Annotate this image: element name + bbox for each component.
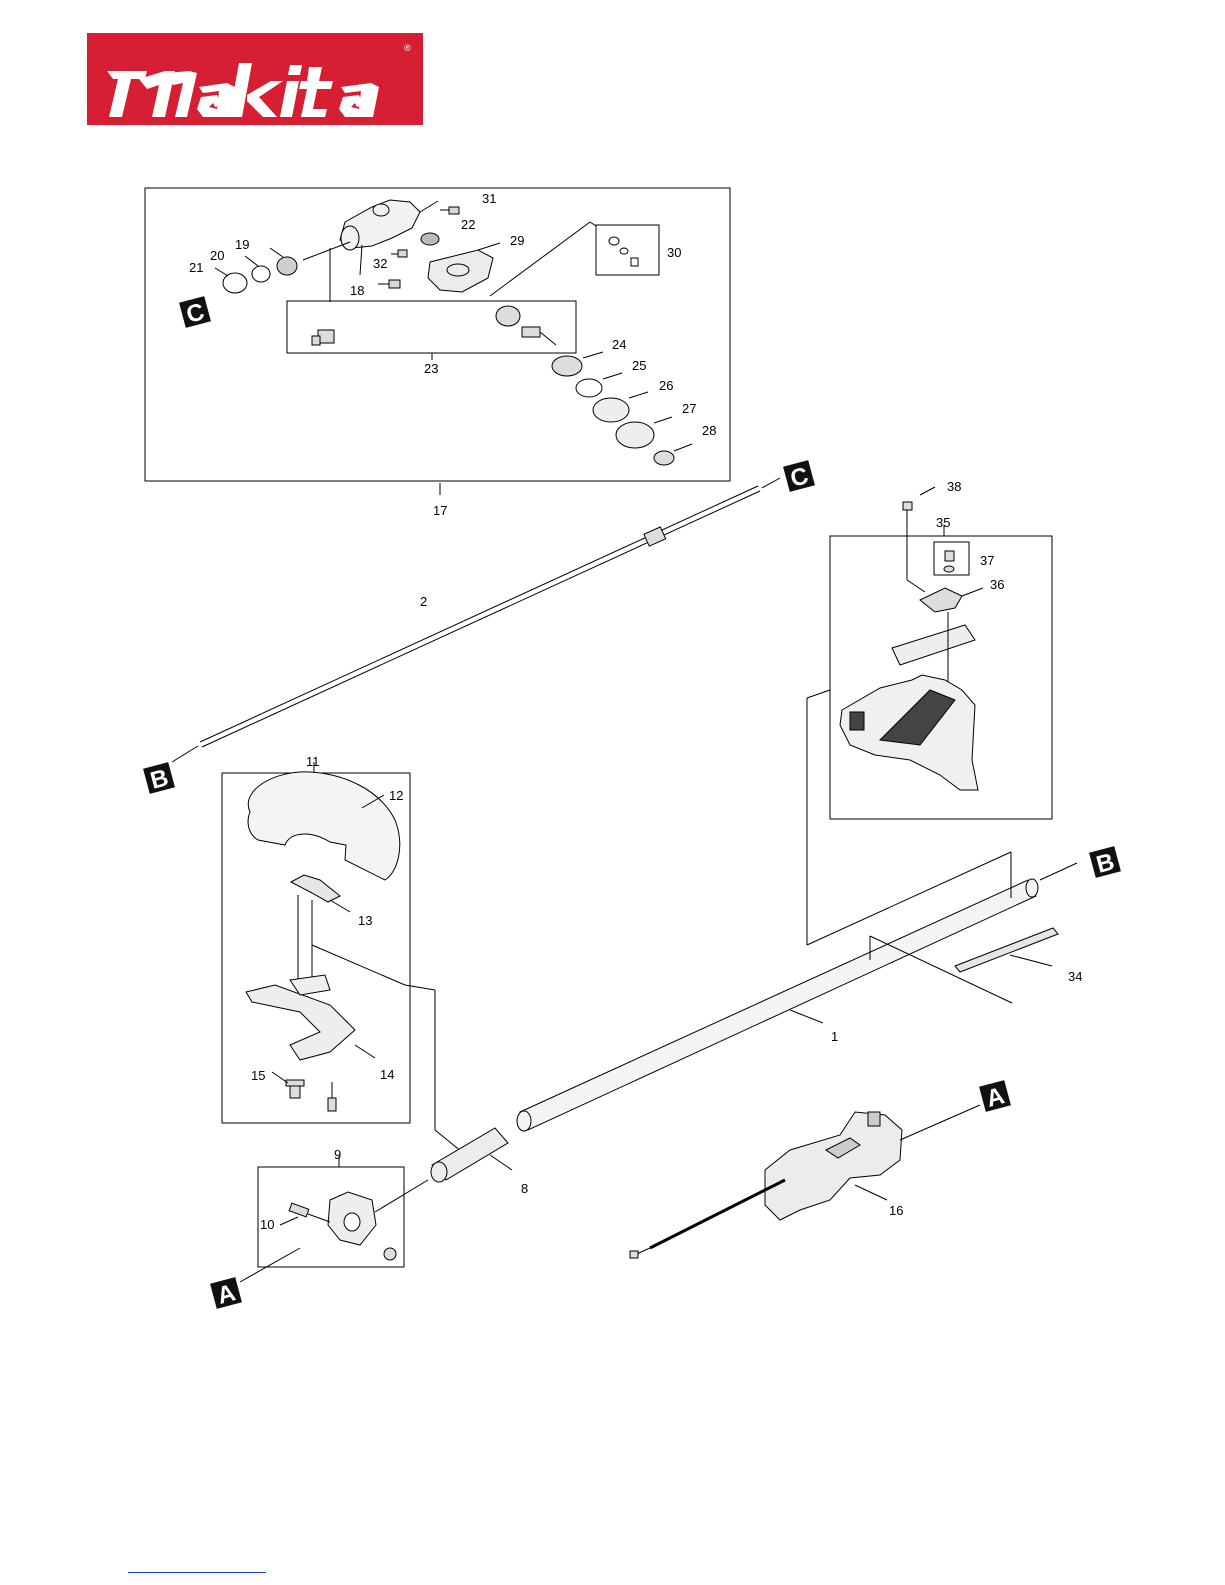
washer-22 <box>421 233 439 245</box>
marker-b-pipe: B <box>1089 846 1121 879</box>
bearing-19 <box>277 257 297 275</box>
footer-link-underline[interactable] <box>128 1572 266 1573</box>
cover-plate-29 <box>428 250 493 292</box>
part-label-27: 27 <box>682 401 696 416</box>
nut-28 <box>654 451 674 465</box>
part-label-31: 31 <box>482 191 496 206</box>
part-label-26: 26 <box>659 378 673 393</box>
marker-c-top: C <box>179 296 211 329</box>
screw-38 <box>903 502 912 580</box>
part-label-10: 10 <box>260 1217 274 1232</box>
bolt-18 <box>378 280 400 288</box>
part-label-13: 13 <box>358 913 372 928</box>
marker-c-shaft: C <box>783 460 815 493</box>
bolt-10 <box>289 1203 330 1222</box>
washer-26 <box>593 398 629 422</box>
part-label-32: 32 <box>373 256 387 271</box>
bolt-15 <box>286 1080 304 1098</box>
part-label-23: 23 <box>424 361 438 376</box>
part-label-8: 8 <box>521 1181 528 1196</box>
label-34 <box>955 928 1058 972</box>
part-label-30: 30 <box>667 245 681 260</box>
bracket-36 <box>920 588 962 612</box>
part-label-1: 1 <box>831 1029 838 1044</box>
bolt-31 <box>440 207 459 214</box>
part-label-15: 15 <box>251 1068 265 1083</box>
shield-assembly-box <box>830 536 1052 819</box>
holder-27 <box>616 422 654 448</box>
part-label-34: 34 <box>1068 969 1082 984</box>
part-label-14: 14 <box>380 1067 394 1082</box>
snap-ring-25 <box>576 379 602 397</box>
part-label-2: 2 <box>420 594 427 609</box>
part-label-11: 11 <box>306 754 320 769</box>
part-label-25: 25 <box>632 358 646 373</box>
bevel-gear <box>496 306 556 345</box>
bolt-handle <box>328 1082 336 1111</box>
snap-ring-21 <box>223 273 247 293</box>
part-label-29: 29 <box>510 233 524 248</box>
marker-a-clamp: A <box>210 1277 242 1310</box>
part-label-18: 18 <box>350 283 364 298</box>
loop-handle <box>248 772 400 880</box>
marker-a-housing: A <box>979 1080 1011 1113</box>
part-label-38: 38 <box>947 479 961 494</box>
part-label-21: 21 <box>189 260 203 275</box>
part-label-16: 16 <box>889 1203 903 1218</box>
nut-9 <box>384 1248 396 1260</box>
part-label-24: 24 <box>612 337 626 352</box>
main-pipe-1 <box>517 879 1038 1131</box>
part-label-36: 36 <box>990 577 1004 592</box>
drive-pinion <box>312 330 334 345</box>
part-label-9: 9 <box>334 1147 341 1162</box>
part-label-20: 20 <box>210 248 224 263</box>
throttle-housing-16 <box>765 1112 902 1220</box>
part-label-35: 35 <box>936 515 950 530</box>
part-label-12: 12 <box>389 788 403 803</box>
screw-37 <box>944 551 954 572</box>
throttle-cable <box>630 1180 785 1258</box>
gear-housing <box>340 200 420 250</box>
bolt-32 <box>391 250 407 257</box>
part-label-28: 28 <box>702 423 716 438</box>
part-label-17: 17 <box>433 503 447 518</box>
part-label-19: 19 <box>235 237 249 252</box>
marker-b-shaft: B <box>143 762 175 795</box>
part-label-22: 22 <box>461 217 475 232</box>
guard-clamp <box>892 625 975 665</box>
drive-shaft <box>200 486 760 747</box>
bearing-24 <box>552 356 582 376</box>
ring-20 <box>252 266 270 282</box>
handle-bracket-14 <box>246 985 355 1060</box>
part-label-37: 37 <box>980 553 994 568</box>
